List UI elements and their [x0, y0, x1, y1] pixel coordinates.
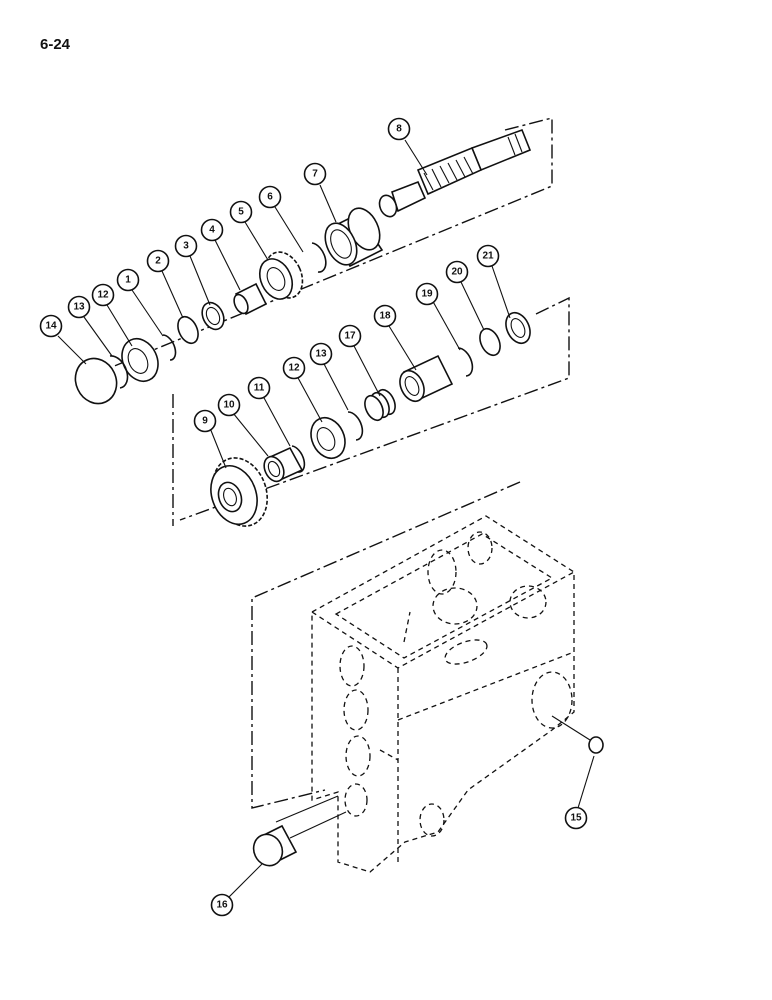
- part-11-snap-ring: [291, 445, 306, 473]
- housing-frame: [251, 481, 521, 809]
- callout-19: 19: [415, 282, 439, 306]
- svg-text:15: 15: [570, 813, 582, 824]
- part-10-needle-bearing: [263, 446, 304, 483]
- callout-3: 3: [174, 234, 198, 258]
- svg-text:19: 19: [421, 289, 433, 300]
- part-3-needle-bearing: [201, 301, 225, 331]
- callout-12-lower: 12: [282, 356, 306, 380]
- callout-7: 7: [303, 162, 327, 186]
- part-7-coupling: [324, 207, 384, 268]
- callout-4: 4: [200, 218, 224, 242]
- callout-6: 6: [258, 185, 282, 209]
- part-17-spring: [364, 388, 396, 422]
- callout-8: 8: [387, 117, 411, 141]
- part-8-main-shaft: [378, 128, 532, 218]
- callout-5: 5: [229, 200, 253, 224]
- callout-2: 2: [146, 249, 170, 273]
- lower-assembly-frame: [172, 296, 570, 526]
- svg-text:8: 8: [396, 124, 402, 135]
- part-15-plug: [551, 715, 604, 754]
- svg-text:3: 3: [183, 241, 189, 252]
- callout-15: 15: [564, 806, 588, 830]
- callout-20: 20: [445, 260, 469, 284]
- callout-12-upper: 12: [91, 283, 115, 307]
- svg-text:17: 17: [344, 331, 356, 342]
- callout-18: 18: [373, 304, 397, 328]
- callout-17: 17: [338, 324, 362, 348]
- callout-9: 9: [193, 409, 217, 433]
- part-9-gear: [210, 457, 269, 527]
- part-14-cap: [74, 357, 118, 405]
- part-13-snap-ring-lower: [347, 411, 364, 441]
- part-13-snap-ring-upper: [109, 355, 129, 389]
- callout-13-lower: 13: [309, 342, 333, 366]
- callout-16: 16: [210, 893, 234, 917]
- svg-text:11: 11: [254, 383, 265, 394]
- part-1-snap-ring: [162, 334, 177, 361]
- svg-text:12: 12: [97, 290, 109, 301]
- part-12-bearing-lower: [310, 417, 346, 459]
- svg-text:6: 6: [267, 192, 273, 203]
- callout-21: 21: [476, 244, 500, 268]
- part-20-washer: [479, 327, 501, 357]
- svg-text:16: 16: [216, 900, 228, 911]
- svg-text:21: 21: [482, 251, 494, 262]
- part-5-gear: [258, 251, 304, 300]
- part-2-washer: [177, 315, 199, 345]
- svg-text:20: 20: [451, 267, 463, 278]
- svg-text:2: 2: [155, 256, 161, 267]
- callout-1: 1: [116, 268, 140, 292]
- part-18-sleeve: [399, 354, 454, 403]
- callout-14: 14: [39, 314, 63, 338]
- svg-text:13: 13: [315, 349, 327, 360]
- svg-text:4: 4: [209, 225, 215, 236]
- callout-10: 10: [217, 393, 241, 417]
- svg-text:14: 14: [45, 321, 57, 332]
- part-16-plug: [252, 795, 347, 867]
- callout-11: 11: [247, 376, 271, 400]
- svg-text:7: 7: [312, 169, 318, 180]
- part-12-bearing-upper: [121, 338, 159, 382]
- upper-assembly-frame: [89, 117, 553, 377]
- svg-text:18: 18: [379, 311, 391, 322]
- part-4-hub: [233, 282, 268, 316]
- part-19-snap-ring: [457, 347, 474, 377]
- leader-lines: [57, 139, 595, 899]
- svg-text:13: 13: [73, 302, 85, 313]
- part-21-needle-bearing: [505, 311, 531, 345]
- svg-text:5: 5: [238, 207, 244, 218]
- svg-text:1: 1: [125, 275, 131, 286]
- transmission-housing: [311, 515, 575, 873]
- svg-text:9: 9: [202, 416, 208, 427]
- svg-text:10: 10: [223, 400, 235, 411]
- callout-13-upper: 13: [67, 295, 91, 319]
- svg-text:12: 12: [288, 363, 300, 374]
- part-6-snap-ring: [311, 242, 327, 273]
- page-number: 6-24: [40, 36, 71, 53]
